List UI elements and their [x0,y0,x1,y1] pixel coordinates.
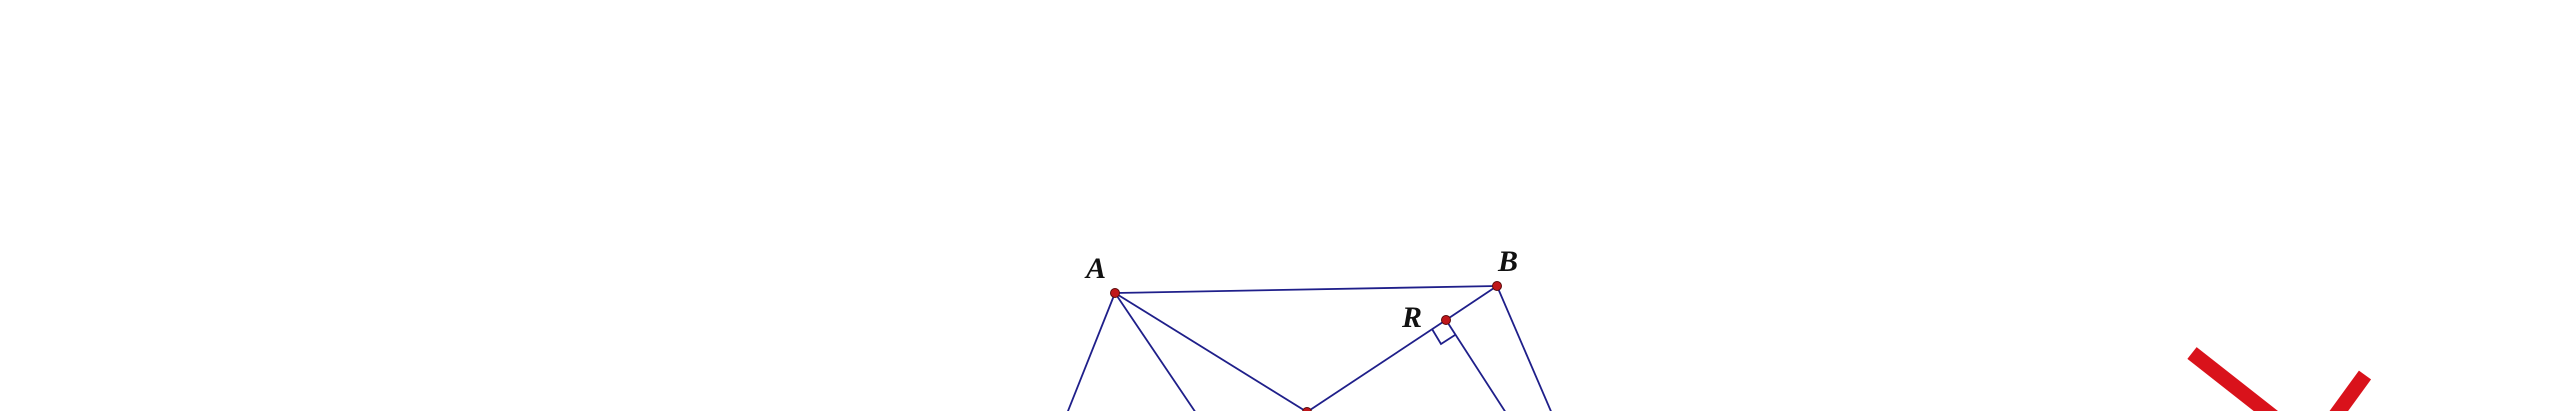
segment-a-left [1067,292,1116,411]
point-b [1492,281,1502,291]
right-angle-marker [1431,328,1456,346]
point-bottom [1302,407,1312,411]
x-mark-stroke-1 [2187,347,2278,411]
label-b: B [1497,245,1518,278]
label-r: R [1401,301,1422,334]
segment-a-bottom-point [1114,292,1308,411]
x-mark-stroke-2 [2329,370,2372,411]
point-r [1441,315,1451,325]
label-a: A [1084,252,1106,285]
segment-bottom-point-r [1306,319,1447,411]
segment-b-right [1496,285,1552,411]
point-a [1110,288,1120,298]
segment-r-b [1445,285,1498,321]
segment-r-down [1445,319,1506,411]
segment-a-b [1114,285,1498,294]
segment-a-inner-left [1114,292,1196,411]
